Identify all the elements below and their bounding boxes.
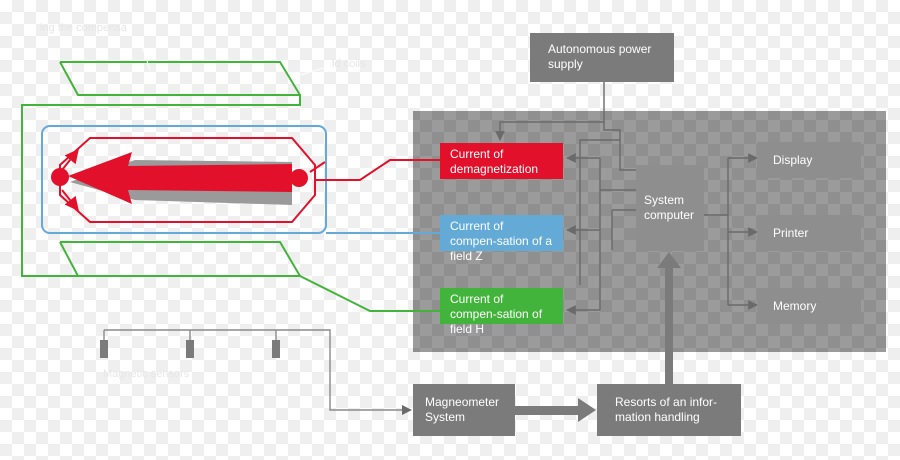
current-compensation-z-box: Current of compen-sation of a field Z — [440, 215, 563, 263]
autonomous-power-supply-box: Autonomous power supply — [530, 33, 674, 82]
red-node-right — [290, 169, 308, 187]
information-handling-box: Resorts of an infor-mation handling — [597, 384, 741, 436]
printer-box: Printer — [757, 215, 861, 251]
magnetometer-system-box: Magneometer System — [413, 384, 515, 436]
field-coils-label: ld coils — [332, 58, 366, 70]
sensor-2 — [186, 340, 194, 358]
sensor-1 — [100, 340, 108, 358]
coils-label: ing the compensa — [40, 22, 127, 34]
ship-arrow — [68, 152, 292, 204]
system-computer-box: System computer — [636, 165, 704, 251]
current-demagnetization-box: Current of demagnetization — [440, 143, 563, 179]
current-compensation-h-box: Current of compen-sation of field H — [440, 288, 563, 336]
memory-box: Memory — [757, 288, 861, 324]
green-coil — [21, 61, 440, 312]
sensor-3 — [272, 340, 280, 358]
magnetic-sensors-label: Magnetic sensors — [103, 368, 190, 380]
display-box: Display — [757, 142, 861, 178]
red-node-left — [51, 168, 69, 186]
